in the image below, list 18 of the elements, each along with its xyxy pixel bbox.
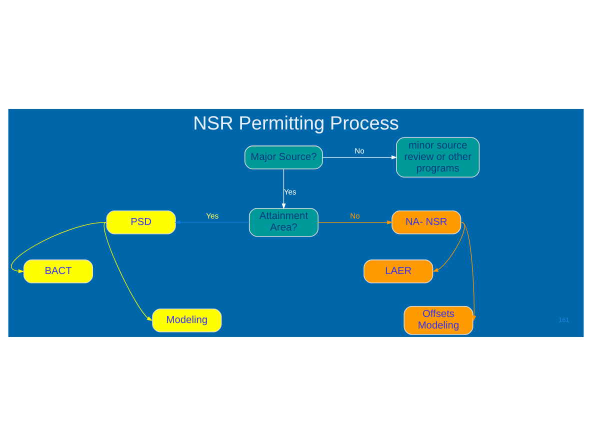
node-box: PSD xyxy=(106,210,176,234)
arrow xyxy=(318,220,393,224)
arrow xyxy=(174,220,250,224)
arrow xyxy=(322,154,398,159)
node-box: NA- NSR xyxy=(392,210,462,234)
node-box: minor source review or other programs xyxy=(396,136,480,178)
node-box: Major Source? xyxy=(244,145,323,169)
node-box: LAER xyxy=(364,259,434,283)
arrow xyxy=(282,168,286,209)
node-box: Modeling xyxy=(152,308,222,332)
diagram-title: NSR Permitting Process xyxy=(193,112,399,134)
arrow xyxy=(432,222,465,272)
arrow xyxy=(104,222,153,320)
arrow xyxy=(11,222,106,273)
arrow xyxy=(461,222,476,321)
node-box: Attainment Area? xyxy=(248,207,318,236)
node-box: BACT xyxy=(24,259,94,283)
node-box: Offsets Modeling xyxy=(404,306,474,334)
